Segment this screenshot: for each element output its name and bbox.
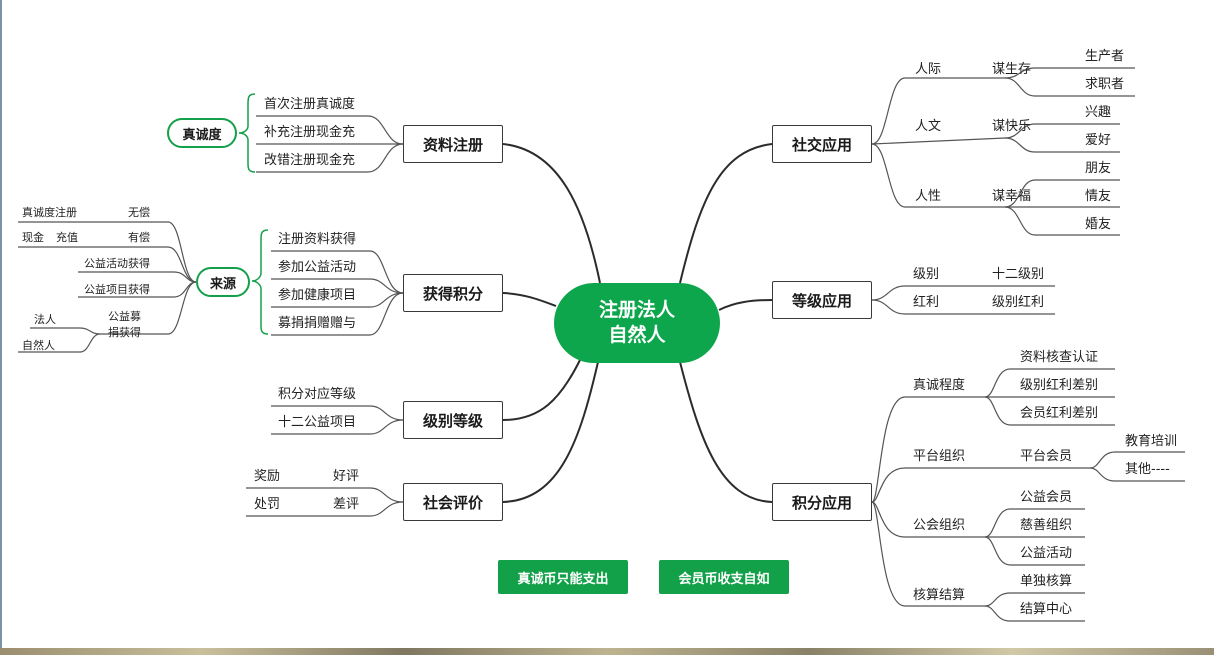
source-text: 法人 xyxy=(34,313,56,326)
shejiao-c: 朋友 xyxy=(1085,161,1112,176)
source-text: 公益募 xyxy=(108,310,141,323)
source-text: 充值 xyxy=(56,231,78,244)
node-jifen[interactable]: 积分应用 xyxy=(772,483,872,521)
shejiao-b: 谋生存 xyxy=(992,62,1032,77)
zhenchengbi-button[interactable]: 真诚币只能支出 xyxy=(498,560,628,594)
huode-item: 注册资料获得 xyxy=(278,232,357,247)
jifen-item: 其他---- xyxy=(1125,462,1170,477)
shehui-a: 处罚 xyxy=(254,497,281,512)
jifen-item: 会员红利差别 xyxy=(1020,406,1099,421)
jifen-sub: 平台会员 xyxy=(1020,449,1073,464)
source-text: 有偿 xyxy=(128,231,150,244)
jifen-item: 公益活动 xyxy=(1020,546,1073,561)
shejiao-c: 生产者 xyxy=(1085,49,1125,64)
huiyuanbi-button[interactable]: 会员币收支自如 xyxy=(659,560,789,594)
shejiao-a: 人际 xyxy=(915,62,942,77)
dengji-b: 十二级别 xyxy=(992,267,1045,282)
source-text: 无偿 xyxy=(128,206,150,219)
node-dengji[interactable]: 等级应用 xyxy=(772,281,872,319)
connector-jibie xyxy=(502,359,581,421)
jifen-item: 教育培训 xyxy=(1125,434,1178,449)
jifen-item: 级别红利差别 xyxy=(1020,378,1099,393)
shejiao-c: 爱好 xyxy=(1085,133,1112,148)
node-shejiao[interactable]: 社交应用 xyxy=(772,125,872,163)
source-text: 真诚度注册 xyxy=(22,206,77,219)
jifen-label: 公会组织 xyxy=(913,518,966,533)
jifen-item: 结算中心 xyxy=(1020,602,1073,617)
center-node[interactable]: 注册法人 自然人 xyxy=(554,283,720,363)
tag-zhencheng[interactable]: 真诚度 xyxy=(167,118,237,148)
jifen-item: 慈善组织 xyxy=(1020,518,1073,533)
node-huode[interactable]: 获得积分 xyxy=(403,274,503,312)
shejiao-c: 求职者 xyxy=(1085,77,1125,92)
jifen-label: 核算结算 xyxy=(913,588,966,603)
connector-ziliao xyxy=(502,143,601,284)
shejiao-a: 人性 xyxy=(915,189,942,204)
tag-laiyuan[interactable]: 来源 xyxy=(196,267,250,297)
jifen-item: 资料核查认证 xyxy=(1020,350,1099,365)
jifen-label: 真诚程度 xyxy=(913,378,966,393)
jifen-item: 公益会员 xyxy=(1020,490,1073,505)
shejiao-c: 情友 xyxy=(1085,189,1112,204)
huode-item: 募捐捐赠赠与 xyxy=(278,316,357,331)
jifen-item: 单独核算 xyxy=(1020,574,1073,589)
ziliao-item: 补充注册现金充 xyxy=(264,125,356,140)
source-text: 捐获得 xyxy=(108,326,141,339)
dengji-a: 红利 xyxy=(913,295,940,310)
node-ziliao[interactable]: 资料注册 xyxy=(403,125,503,163)
connector-shehui xyxy=(502,361,599,503)
center-line1: 注册法人 xyxy=(598,299,675,321)
huode-item: 参加公益活动 xyxy=(278,260,357,275)
background-strip xyxy=(0,648,1214,655)
huode-item: 参加健康项目 xyxy=(278,288,357,303)
shejiao-b: 谋快乐 xyxy=(992,119,1032,134)
shehui-b: 好评 xyxy=(333,469,360,484)
source-text: 公益活动获得 xyxy=(84,257,150,270)
connector-dengji xyxy=(718,299,773,311)
center-line2: 自然人 xyxy=(608,324,666,346)
dengji-b: 级别红利 xyxy=(992,295,1045,310)
shehui-b: 差评 xyxy=(333,497,360,512)
jifen-label: 平台组织 xyxy=(913,449,966,464)
ziliao-item: 首次注册真诚度 xyxy=(264,97,356,112)
shejiao-a: 人文 xyxy=(915,119,942,134)
source-text: 自然人 xyxy=(22,339,55,352)
node-shehui[interactable]: 社会评价 xyxy=(403,483,503,521)
dengji-a: 级别 xyxy=(913,267,940,282)
shejiao-c: 婚友 xyxy=(1085,217,1112,232)
source-text: 现金 xyxy=(22,231,44,244)
shejiao-c: 兴趣 xyxy=(1085,105,1112,120)
jibie-item: 十二公益项目 xyxy=(278,415,357,430)
jibie-item: 积分对应等级 xyxy=(278,387,357,402)
connector-shejiao xyxy=(679,143,773,284)
shejiao-b: 谋幸福 xyxy=(992,189,1032,204)
connector-huode xyxy=(502,292,557,307)
window-edge xyxy=(0,0,2,655)
source-text: 公益项目获得 xyxy=(84,283,150,296)
node-jibie[interactable]: 级别等级 xyxy=(403,401,503,439)
connector-jifen xyxy=(679,361,773,503)
shehui-a: 奖励 xyxy=(254,469,281,484)
ziliao-item: 改错注册现金充 xyxy=(264,153,356,168)
